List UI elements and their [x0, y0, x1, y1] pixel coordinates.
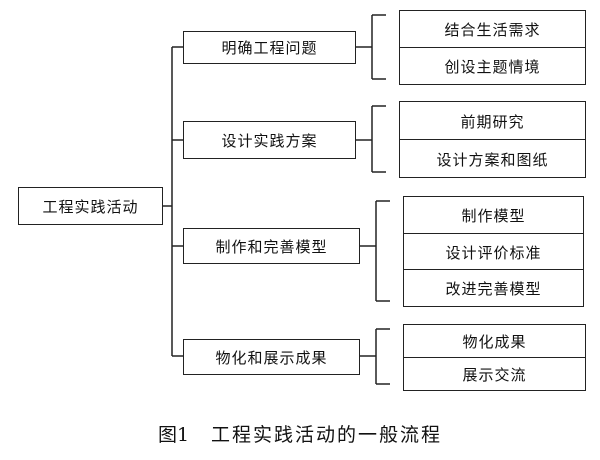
detail-item-label: 展示交流: [462, 366, 527, 384]
detail-item-label: 制作模型: [461, 207, 526, 225]
detail-item: 物化成果: [404, 325, 585, 358]
detail-item: 展示交流: [404, 357, 585, 391]
step-node-label: 设计实践方案: [221, 131, 318, 150]
root-node: 工程实践活动: [18, 187, 163, 225]
step-node-2: 设计实践方案: [183, 121, 356, 159]
detail-item-label: 前期研究: [460, 112, 525, 131]
step-node-1: 明确工程问题: [183, 31, 356, 64]
figure-number: 图1: [157, 423, 190, 446]
detail-group-2: 前期研究 设计方案和图纸: [399, 101, 586, 178]
detail-group-4: 物化成果 展示交流: [403, 324, 586, 391]
detail-item-label: 设计方案和图纸: [436, 150, 549, 169]
detail-item: 设计方案和图纸: [400, 139, 585, 178]
detail-item: 前期研究: [400, 102, 585, 140]
detail-item: 改进完善模型: [404, 269, 583, 307]
detail-group-1: 结合生活需求 创设主题情境: [399, 10, 586, 85]
detail-group-3: 制作模型 设计评价标准 改进完善模型: [403, 196, 584, 307]
step-node-label: 明确工程问题: [221, 39, 318, 57]
detail-item: 创设主题情境: [400, 47, 585, 85]
step-node-4: 物化和展示成果: [183, 339, 360, 375]
detail-item-label: 创设主题情境: [444, 58, 541, 76]
detail-item: 结合生活需求: [400, 11, 585, 48]
detail-item-label: 设计评价标准: [445, 244, 542, 262]
figure-title: 工程实践活动的一般流程: [211, 423, 443, 446]
figure-caption: 图1 工程实践活动的一般流程: [0, 418, 600, 448]
detail-item-label: 结合生活需求: [444, 21, 541, 39]
step-node-label: 制作和完善模型: [215, 237, 328, 256]
detail-item-label: 物化成果: [462, 333, 527, 351]
step-node-3: 制作和完善模型: [183, 228, 360, 264]
detail-item: 设计评价标准: [404, 233, 583, 271]
root-node-label: 工程实践活动: [42, 197, 139, 216]
detail-item-label: 改进完善模型: [445, 280, 542, 298]
detail-item: 制作模型: [404, 197, 583, 234]
step-node-label: 物化和展示成果: [215, 348, 328, 367]
